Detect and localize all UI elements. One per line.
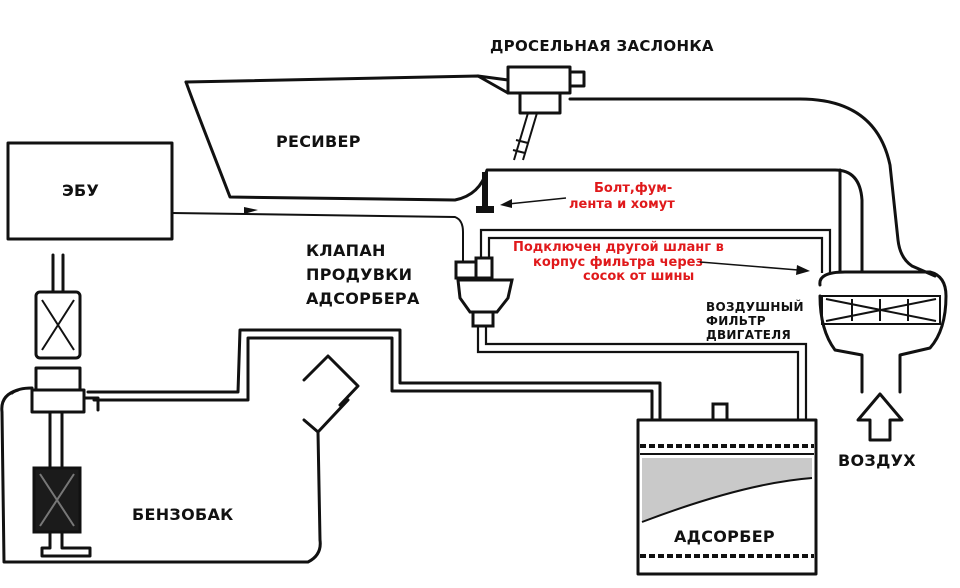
air-filter-label-line3: ДВИГАТЕЛЯ [706,328,791,342]
air-filter-label-line1: ВОЗДУШНЫЙ [706,299,804,314]
bolt-plug [476,172,494,213]
bolt-annotation-arrow-icon [500,197,567,208]
ecu-label: ЭБУ [62,181,99,200]
valve-label-line2: ПРОДУВКИ [306,265,412,284]
air-inlet-arrow-icon [856,392,904,442]
hose-annotation-arrow-icon [699,261,810,275]
adsorber-canister [636,402,818,576]
purge-valve [454,228,832,420]
fuel-tank [0,253,662,564]
fuel-tank-label: БЕНЗОБАК [132,505,234,524]
air-filter [818,270,948,394]
air-label: ВОЗДУХ [838,451,916,470]
ecu-box [6,141,174,241]
receiver-label: РЕСИВЕР [276,132,361,151]
valve-label-line1: КЛАПАН [306,241,386,260]
air-filter-label-line2: ФИЛЬТР [706,314,766,328]
intake-receiver [184,74,937,278]
hose-annotation-line1: Подключен другой шланг в [513,240,724,255]
throttle-label: ДРОСЕЛЬНАЯ ЗАСЛОНКА [490,37,714,55]
bolt-annotation-line1: Болт,фум- [594,181,672,196]
ecu-wire [171,207,464,262]
valve-label-line3: АДСОРБЕРА [306,289,420,308]
bolt-annotation-line2: лента и хомут [569,197,675,212]
throttle-body [506,65,586,161]
hose-annotation-line3: сосок от шины [583,269,694,284]
hose-annotation-line2: корпус фильтра через [533,255,703,270]
adsorber-label: АДСОРБЕР [674,527,775,546]
